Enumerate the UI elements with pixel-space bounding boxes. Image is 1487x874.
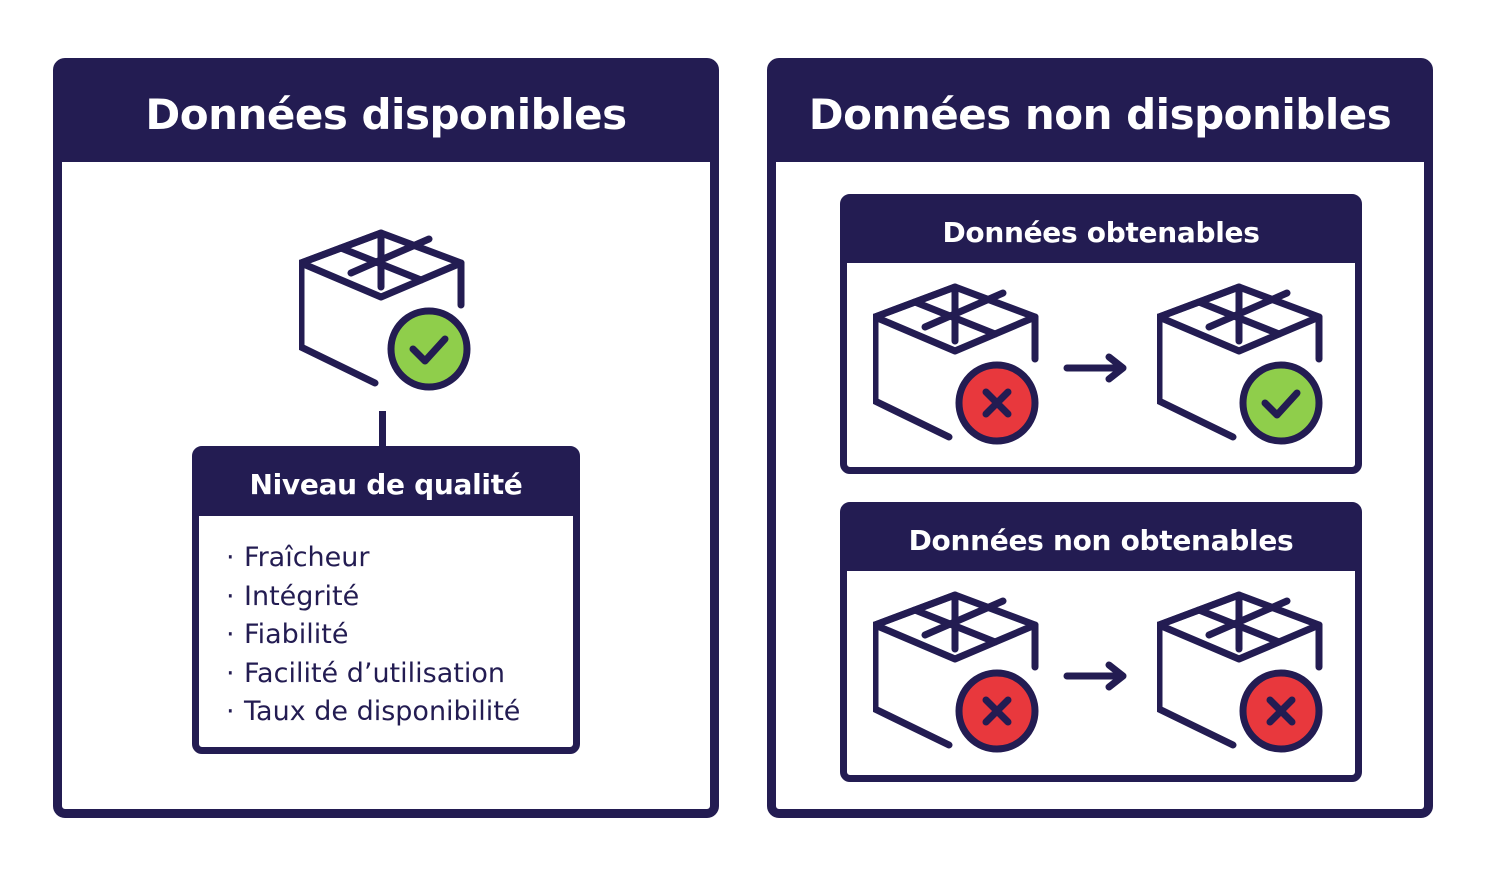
box-check-icon	[299, 225, 471, 391]
box-check-icon	[1157, 279, 1323, 445]
non-obtainable-data-box: Données non obtenables	[840, 502, 1362, 782]
box-cross-icon	[1157, 587, 1323, 753]
box-cross-icon	[873, 587, 1039, 753]
available-data-title: Données disponibles	[62, 67, 710, 162]
arrow-right-icon	[1063, 661, 1127, 691]
non-obtainable-data-title: Données non obtenables	[847, 509, 1355, 571]
arrow-right-icon	[1063, 353, 1127, 383]
available-data-panel: Données disponibles Niveau de qualité ·F…	[53, 58, 719, 818]
list-item: ·Fraîcheur	[226, 542, 370, 573]
list-item: ·Intégrité	[226, 580, 360, 612]
unavailable-data-title: Données non disponibles	[776, 67, 1424, 162]
list-item: ·Facilité d’utilisation	[226, 657, 505, 689]
unavailable-data-panel: Données non disponibles Données obtenabl…	[767, 58, 1433, 818]
quality-level-box: Niveau de qualité ·Fraîcheur ·Intégrité …	[192, 446, 580, 754]
list-item: ·Taux de disponibilité	[226, 696, 521, 727]
obtainable-data-box: Données obtenables	[840, 194, 1362, 474]
box-cross-icon	[873, 279, 1039, 445]
connector-line	[379, 411, 386, 449]
obtainable-data-title: Données obtenables	[847, 201, 1355, 263]
list-item: ·Fiabilité	[226, 619, 349, 650]
quality-list: ·Fraîcheur ·Intégrité ·Fiabilité ·Facili…	[226, 539, 520, 732]
quality-level-title: Niveau de qualité	[199, 453, 573, 516]
